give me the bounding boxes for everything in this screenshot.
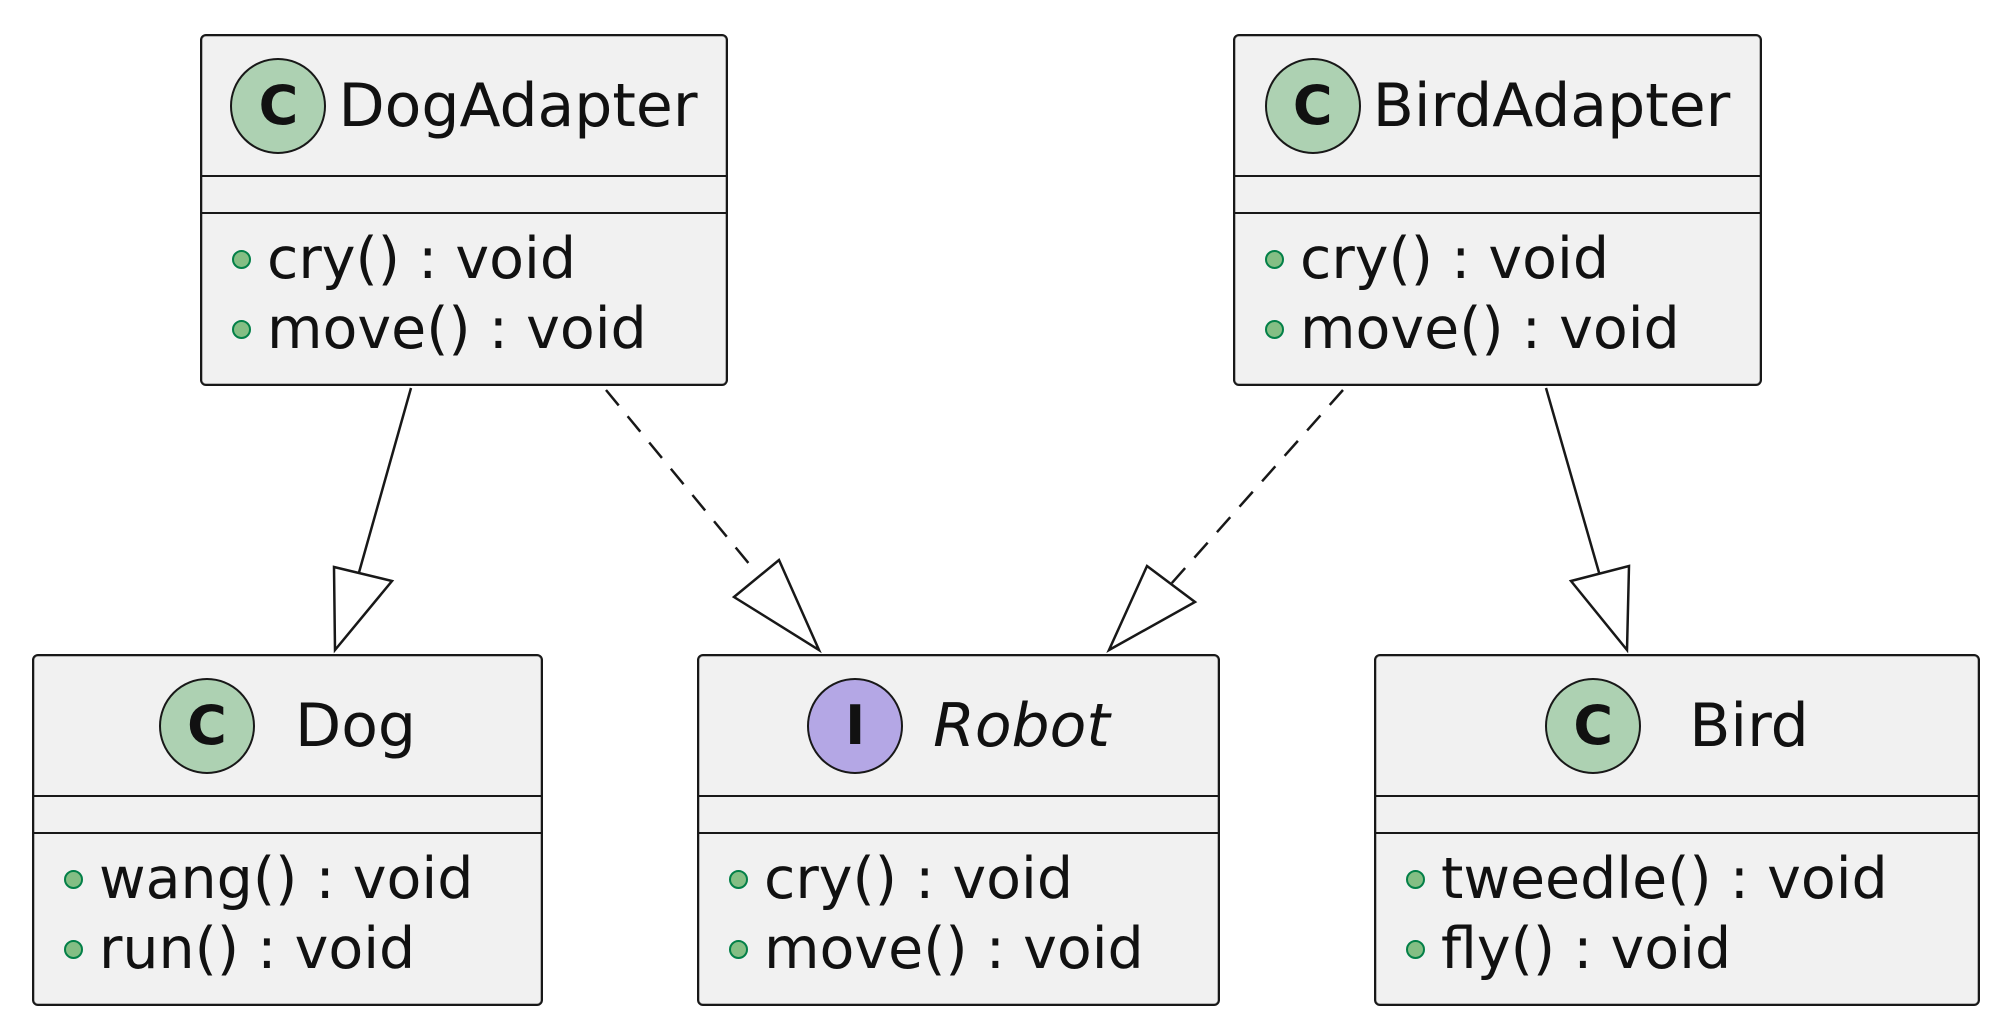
class-header: C Dog: [34, 656, 541, 795]
method-signature: wang() : void: [99, 845, 474, 912]
generalization-arrowhead: [1568, 564, 1631, 654]
public-visibility-icon: [232, 319, 251, 339]
class-stereotype-icon: C: [1264, 57, 1361, 154]
generalization-arrowhead: [332, 565, 395, 654]
method-signature: run() : void: [99, 915, 416, 982]
public-visibility-icon: [1406, 939, 1425, 959]
methods-compartment: wang() : void run() : void: [34, 832, 541, 1004]
class-header: I Robot: [699, 656, 1218, 795]
method-signature: move() : void: [267, 295, 647, 362]
methods-compartment: cry() : void move() : void: [699, 832, 1218, 1004]
public-visibility-icon: [64, 939, 83, 959]
attributes-compartment: [1376, 795, 1978, 832]
method: move() : void: [232, 294, 726, 364]
method: tweedle() : void: [1406, 844, 1978, 914]
class-name: DogAdapter: [338, 70, 698, 141]
method-signature: cry() : void: [1300, 225, 1610, 292]
method: fly() : void: [1406, 914, 1978, 984]
edge-birdadapter-implements-robot: [1106, 389, 1344, 653]
edge-dogadapter-extends-dog: [332, 387, 413, 654]
public-visibility-icon: [64, 869, 83, 889]
public-visibility-icon: [1265, 319, 1284, 339]
class-stereotype-icon: C: [159, 677, 255, 774]
realization-arrowhead: [731, 557, 822, 654]
class-header: C Bird: [1376, 656, 1978, 795]
methods-compartment: cry() : void move() : void: [202, 212, 726, 384]
method: cry() : void: [1265, 224, 1760, 294]
attributes-compartment: [202, 175, 726, 212]
class-stereotype-icon: C: [230, 57, 327, 154]
attributes-compartment: [1235, 175, 1760, 212]
class-name: Dog: [295, 690, 416, 761]
attributes-compartment: [699, 795, 1218, 832]
method: move() : void: [1265, 294, 1760, 364]
methods-compartment: cry() : void move() : void: [1235, 212, 1760, 384]
public-visibility-icon: [232, 249, 251, 269]
method-signature: move() : void: [764, 915, 1144, 982]
public-visibility-icon: [729, 869, 748, 889]
method: run() : void: [64, 914, 541, 984]
class-stereotype-icon: C: [1545, 677, 1642, 774]
class-dogadapter[interactable]: C DogAdapter cry() : void move() : void: [200, 34, 728, 386]
method-signature: cry() : void: [267, 225, 577, 292]
realization-arrowhead: [1106, 564, 1198, 653]
class-bird[interactable]: C Bird tweedle() : void fly() : void: [1374, 654, 1980, 1006]
class-header: C BirdAdapter: [1235, 36, 1760, 175]
method: cry() : void: [232, 224, 726, 294]
public-visibility-icon: [729, 939, 748, 959]
method-signature: cry() : void: [764, 845, 1074, 912]
public-visibility-icon: [1265, 249, 1284, 269]
edge-dogadapter-implements-robot: [605, 389, 822, 654]
method-signature: fly() : void: [1441, 915, 1732, 982]
interface-stereotype-icon: I: [807, 677, 904, 774]
class-name: BirdAdapter: [1372, 70, 1731, 141]
class-header: C DogAdapter: [202, 36, 726, 175]
method: cry() : void: [729, 844, 1218, 914]
method: wang() : void: [64, 844, 541, 914]
public-visibility-icon: [1406, 869, 1425, 889]
edge-birdadapter-extends-bird: [1544, 387, 1631, 654]
class-dog[interactable]: C Dog wang() : void run() : void: [32, 654, 543, 1006]
method: move() : void: [729, 914, 1218, 984]
methods-compartment: tweedle() : void fly() : void: [1376, 832, 1978, 1004]
method-signature: move() : void: [1300, 295, 1680, 362]
attributes-compartment: [34, 795, 541, 832]
class-name: Bird: [1689, 690, 1809, 761]
interface-robot[interactable]: I Robot cry() : void move() : void: [697, 654, 1220, 1006]
class-birdadapter[interactable]: C BirdAdapter cry() : void move() : void: [1233, 34, 1762, 386]
interface-name: Robot: [933, 690, 1110, 761]
method-signature: tweedle() : void: [1441, 845, 1888, 912]
